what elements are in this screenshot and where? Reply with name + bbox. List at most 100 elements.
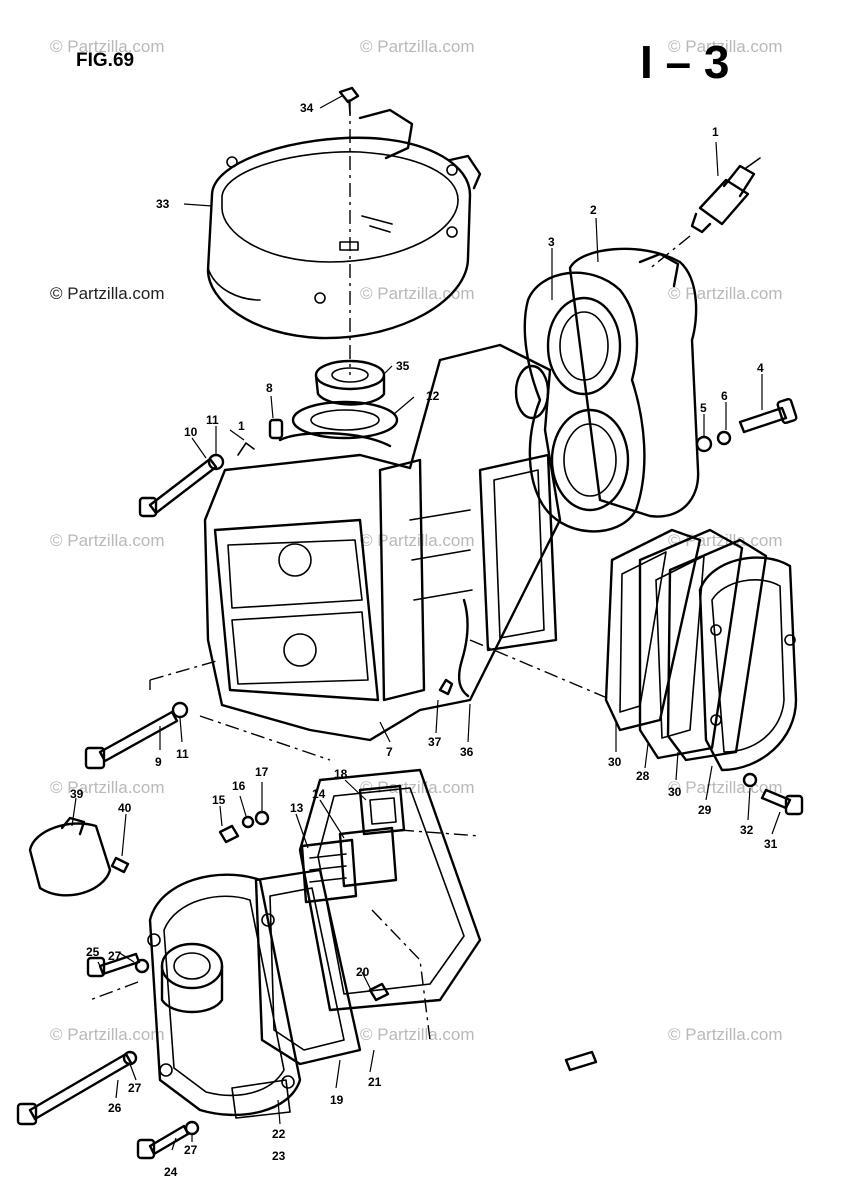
watermark: © Partzilla.com xyxy=(50,778,165,797)
part-7-crankcase xyxy=(203,343,562,742)
part-10-bolt xyxy=(138,457,218,518)
callout-12: 12 xyxy=(426,389,440,403)
part-34-screw xyxy=(338,86,360,115)
part-19-gasket xyxy=(254,868,362,1066)
callout-25: 25 xyxy=(86,945,100,959)
part-5-washer xyxy=(695,435,713,453)
watermark: © Partzilla.com xyxy=(50,1025,165,1044)
watermark: © Partzilla.com xyxy=(668,778,783,797)
part-28-exhaust-inner-cover xyxy=(638,528,744,760)
part-8-dowel-pin xyxy=(268,418,284,440)
callout-20: 20 xyxy=(356,965,370,979)
figure-label: FIG.69 xyxy=(76,50,134,71)
callout-34: 34 xyxy=(300,101,314,115)
watermark: © Partzilla.com xyxy=(668,284,783,303)
callout-leaders xyxy=(71,95,781,1151)
part-14-reed-stopper xyxy=(338,826,398,888)
part-37-fitting xyxy=(438,678,454,696)
watermark: © Partzilla.com xyxy=(50,37,165,56)
callout-22: 22 xyxy=(272,1127,286,1141)
callout-37: 37 xyxy=(428,735,442,749)
callout-17: 17 xyxy=(255,765,269,779)
callout-16: 16 xyxy=(232,779,246,793)
part-24-bolt xyxy=(136,1124,190,1160)
section-label: I – 3 xyxy=(640,36,730,88)
callout-19: 19 xyxy=(330,1093,344,1107)
part-1-pin xyxy=(237,442,255,456)
part-35-oil-seal xyxy=(314,359,386,406)
part-1-spark-plug xyxy=(690,157,761,234)
part-20-screw xyxy=(368,982,390,1002)
part-15-screw xyxy=(218,824,240,844)
part-6-lock-washer xyxy=(716,430,732,446)
watermark: © Partzilla.com xyxy=(360,778,475,797)
callout-6: 6 xyxy=(721,389,728,403)
watermark: © Partzilla.com xyxy=(50,531,165,550)
callout-5: 5 xyxy=(700,401,707,415)
watermark: © Partzilla.com xyxy=(360,37,475,56)
callout-2: 2 xyxy=(590,203,597,217)
callout-27: 27 xyxy=(128,1081,142,1095)
watermark: © Partzilla.com xyxy=(668,37,783,56)
callout-30: 30 xyxy=(608,755,622,769)
callout-24: 24 xyxy=(164,1165,178,1179)
callout-40: 40 xyxy=(118,801,132,815)
callout-1-pin: 1 xyxy=(238,419,245,433)
callout-32: 32 xyxy=(740,823,754,837)
part-4-bolt xyxy=(738,397,798,434)
callout-26: 26 xyxy=(108,1101,122,1115)
callout-11: 11 xyxy=(176,747,189,761)
callout-30: 30 xyxy=(668,785,682,799)
callout-27: 27 xyxy=(108,949,122,963)
callout-27: 27 xyxy=(184,1143,198,1157)
part-27-washer xyxy=(134,958,150,974)
part-21-gasket xyxy=(298,768,482,1012)
part-12-seal-housing xyxy=(291,400,399,440)
assembly-centerlines xyxy=(89,102,691,1041)
watermark: © Partzilla.com xyxy=(668,1025,783,1044)
watermark-layer: © Partzilla.com © Partzilla.com © Partzi… xyxy=(50,37,783,1044)
part-33-flywheel-cover xyxy=(206,108,482,340)
part-30-gasket xyxy=(666,538,768,762)
callout-36: 36 xyxy=(460,745,474,759)
part-31-bolt xyxy=(760,788,804,816)
callout-39: 39 xyxy=(70,787,84,801)
callout-9: 9 xyxy=(155,755,162,769)
callout-4: 4 xyxy=(757,361,764,375)
part-16-washer xyxy=(241,815,255,829)
watermark: © Partzilla.com xyxy=(360,531,475,550)
callout-14: 14 xyxy=(312,787,326,801)
callout-13: 13 xyxy=(290,801,304,815)
part-30-gasket xyxy=(604,528,702,732)
callout-10: 10 xyxy=(184,425,198,439)
callout-23: 23 xyxy=(272,1149,286,1163)
part-27-washer xyxy=(184,1120,200,1136)
watermark: © Partzilla.com xyxy=(360,1025,475,1044)
part-11-washer xyxy=(171,701,189,719)
callout-7: 7 xyxy=(386,745,393,759)
part-2-cylinder-head xyxy=(568,247,700,518)
part-13-reed-valve xyxy=(300,838,358,904)
callout-15: 15 xyxy=(212,793,226,807)
callout-1: 1 xyxy=(712,125,719,139)
callout-8: 8 xyxy=(266,381,273,395)
callout-21: 21 xyxy=(368,1075,382,1089)
part-36-hose xyxy=(457,598,470,698)
callout-11: 11 xyxy=(206,413,219,427)
callout-labels: 1 2 3 4 5 6 8 10 11 1 12 33 34 35 9 11 7… xyxy=(70,101,778,1179)
part-29-exhaust-outer-cover xyxy=(698,556,798,772)
callout-18: 18 xyxy=(334,767,348,781)
part-9-bolt xyxy=(84,710,179,770)
part-11-washer xyxy=(207,453,225,471)
part-22-intake-housing xyxy=(147,873,302,1117)
part-40-screw xyxy=(110,856,130,874)
watermark: © Partzilla.com xyxy=(50,284,165,303)
callout-33: 33 xyxy=(156,197,170,211)
part-32-washer xyxy=(742,772,758,788)
part-17-washer xyxy=(254,810,270,826)
part-39-clamp xyxy=(28,816,112,897)
part-3-head-gasket xyxy=(523,271,646,533)
callout-29: 29 xyxy=(698,803,712,817)
